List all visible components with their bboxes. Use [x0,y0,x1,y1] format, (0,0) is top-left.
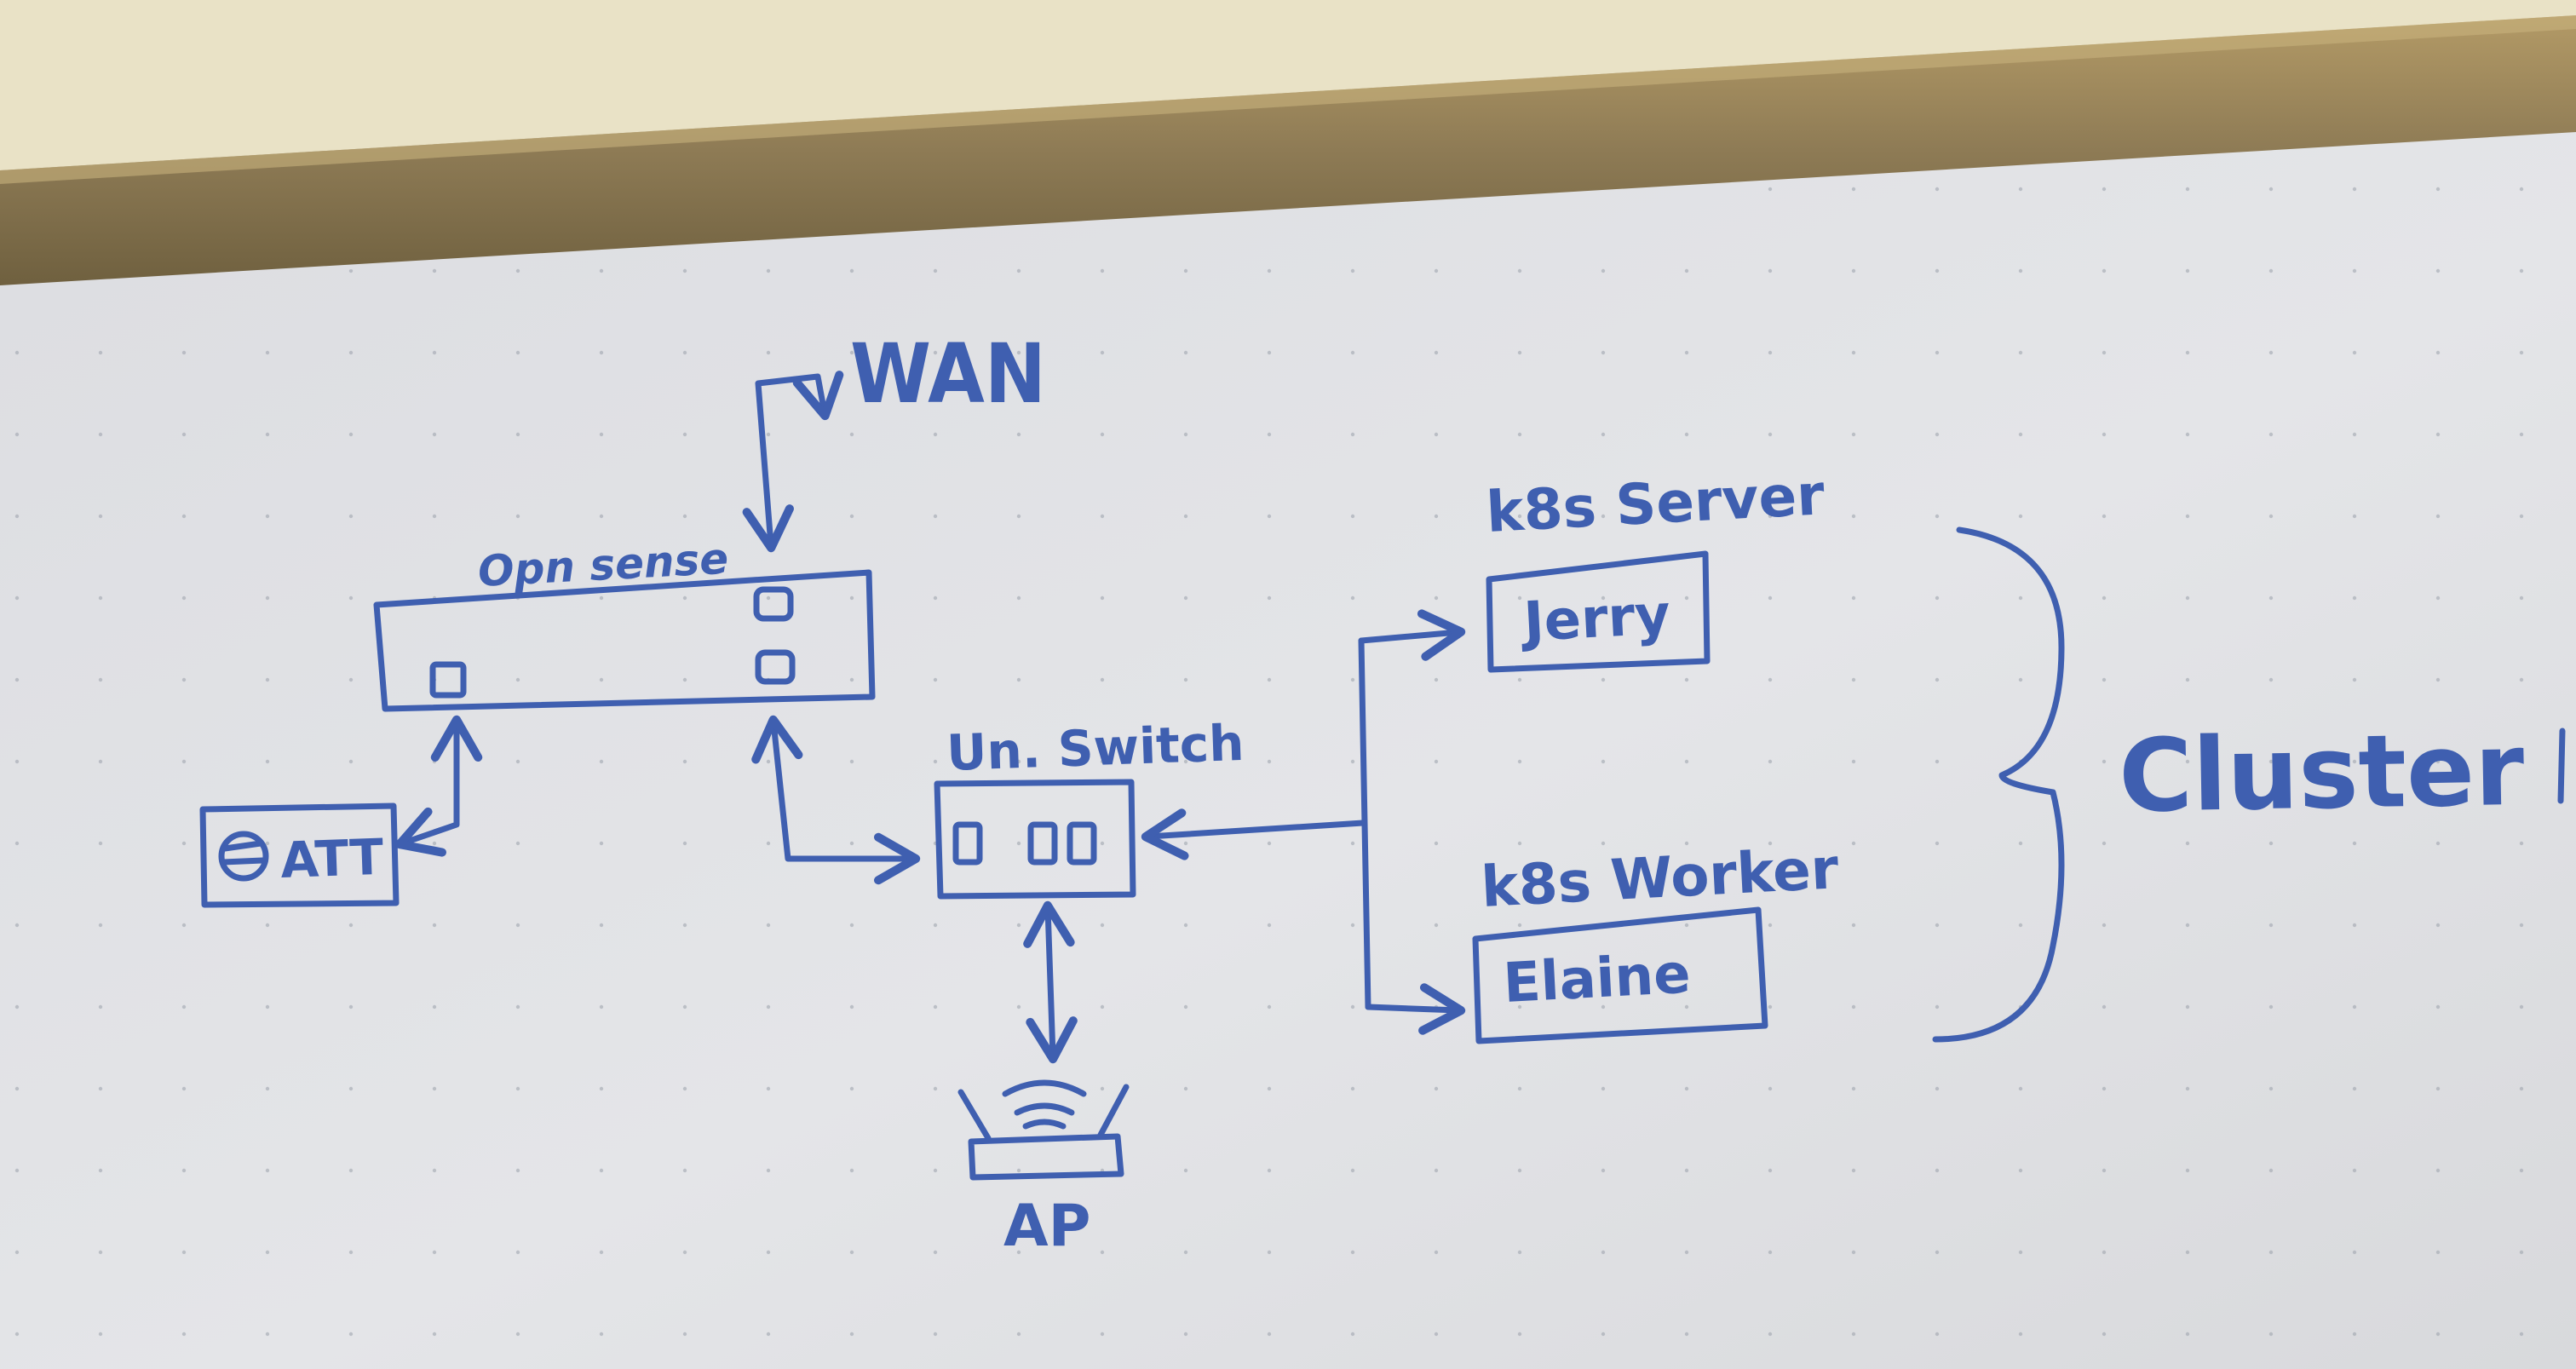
cutoff-mark [2557,728,2566,804]
switch-label: Un. Switch [946,714,1245,782]
att-label: ATT [279,828,385,889]
att-opnsense-arrow [394,715,483,857]
switch-box [934,779,1136,900]
opnsense-box [373,569,876,712]
cluster-label: Cluster [2118,710,2525,835]
elaine-box [1472,906,1768,1044]
wifi-signal-icon [1002,1079,1087,1130]
switch-port-1 [952,821,983,866]
jerry-box [1486,550,1711,673]
diagram-labels: WAN Opn sense ATT Un. Switch AP k8s Serv… [279,326,2525,1260]
ap-antenna-left [957,1089,992,1142]
switch-servers-arrow [1141,808,1366,860]
ap-label: AP [1003,1193,1090,1260]
whiteboard-frame [0,15,2576,285]
opnsense-switch-arrow [751,715,921,885]
network-diagram [199,371,2065,1181]
opnsense-wan-port [753,586,794,622]
opnsense-lan-port [755,649,796,685]
switch-port-2 [1027,821,1058,866]
branch-line [1358,637,1371,1010]
jerry-label: Jerry [1519,584,1672,654]
ap-base [968,1133,1124,1181]
wan-link-arrow [742,371,844,553]
switch-ap-arrow [1023,900,1078,1064]
wan-label: WAN [850,326,1046,422]
elaine-label: Elaine [1502,943,1692,1015]
frame-highlight [0,15,2576,184]
board-dots [0,141,2576,1369]
branch-to-elaine-arrow [1365,983,1466,1035]
branch-to-jerry-arrow [1358,609,1466,661]
att-globe-icon-stripes [220,840,266,866]
opnsense-att-port [429,661,467,699]
cluster-brace [1932,526,2065,1043]
switch-port-3 [1067,821,1097,866]
att-box [199,802,400,908]
att-globe-icon [218,831,269,882]
ap-antenna-right [1097,1084,1130,1138]
